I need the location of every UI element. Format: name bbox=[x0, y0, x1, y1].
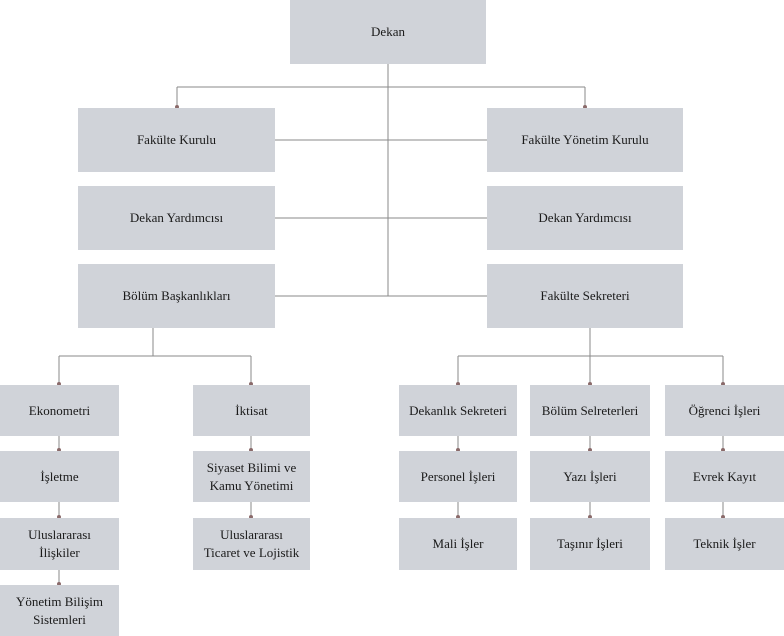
node-isletme: İşletme bbox=[0, 451, 119, 502]
node-bolum-baskanliklari: Bölüm Başkanlıkları bbox=[78, 264, 275, 328]
node-dekan-yardimcisi-right: Dekan Yardımcısı bbox=[487, 186, 683, 250]
node-iktisat: İktisat bbox=[193, 385, 310, 436]
node-personel-isleri: Personel İşleri bbox=[399, 451, 517, 502]
node-tasinir-isleri: Taşınır İşleri bbox=[530, 518, 650, 570]
node-uluslararasi-ticaret: Uluslararası Ticaret ve Lojistik bbox=[193, 518, 310, 570]
node-fakulte-yonetim-kurulu: Fakülte Yönetim Kurulu bbox=[487, 108, 683, 172]
node-dekanlik-sekreteri: Dekanlık Sekreteri bbox=[399, 385, 517, 436]
node-bolum-selreterleri: Bölüm Selreterleri bbox=[530, 385, 650, 436]
node-uluslararasi-iliskiler: Uluslararası İlişkiler bbox=[0, 518, 119, 570]
node-yazi-isleri: Yazı İşleri bbox=[530, 451, 650, 502]
node-fakulte-sekreteri: Fakülte Sekreteri bbox=[487, 264, 683, 328]
node-dekan: Dekan bbox=[290, 0, 486, 64]
node-ekonometri: Ekonometri bbox=[0, 385, 119, 436]
node-evrek-kayit: Evrek Kayıt bbox=[665, 451, 784, 502]
node-dekan-yardimcisi-left: Dekan Yardımcısı bbox=[78, 186, 275, 250]
node-siyaset-bilimi: Siyaset Bilimi ve Kamu Yönetimi bbox=[193, 451, 310, 502]
node-teknik-isler: Teknik İşler bbox=[665, 518, 784, 570]
node-mali-isler: Mali İşler bbox=[399, 518, 517, 570]
node-ogrenci-isleri: Öğrenci İşleri bbox=[665, 385, 784, 436]
node-yonetim-bilisim-sistemleri: Yönetim Bilişim Sistemleri bbox=[0, 585, 119, 636]
node-fakulte-kurulu: Fakülte Kurulu bbox=[78, 108, 275, 172]
